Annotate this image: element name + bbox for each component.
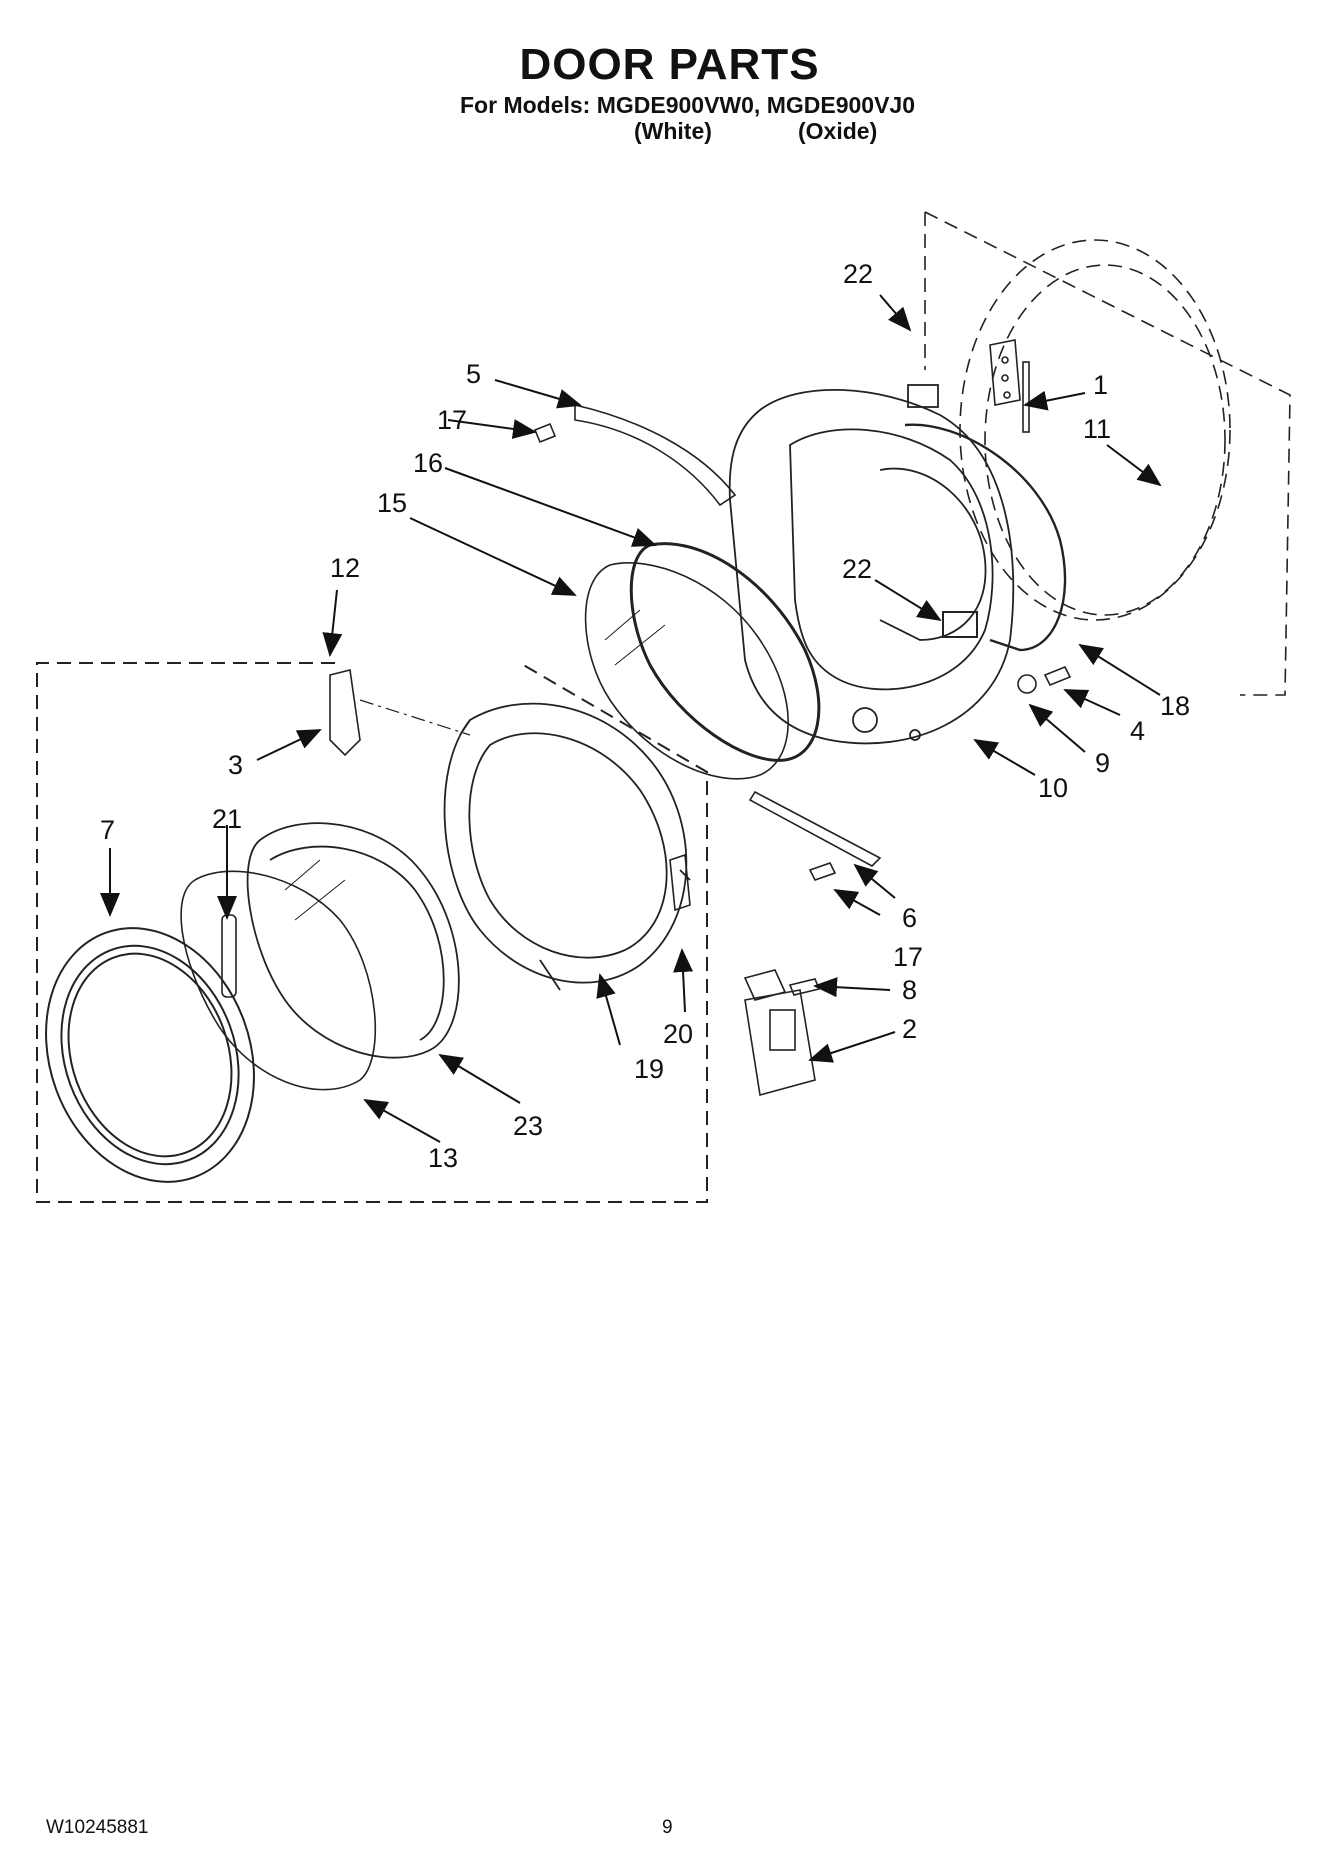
callout-1: 1 <box>1093 370 1108 400</box>
lower-strip <box>748 790 882 881</box>
callout-20: 20 <box>663 1019 693 1049</box>
callout-4: 4 <box>1130 716 1145 746</box>
callout-23: 23 <box>513 1111 543 1141</box>
inner-ring <box>443 702 691 991</box>
callout-10: 10 <box>1038 773 1068 803</box>
callout-leaders <box>100 294 1162 1143</box>
page-number: 9 <box>662 1817 673 1838</box>
models-line: For Models: MGDE900VW0, MGDE900VJ0 <box>460 92 916 118</box>
callout-15: 15 <box>377 488 407 518</box>
callout-11: 11 <box>1083 414 1111 444</box>
door-seal <box>904 423 1067 652</box>
callout-21: 21 <box>212 804 242 834</box>
latch-assembly <box>743 969 821 1097</box>
outer-door-frame <box>728 384 1015 745</box>
callout-13: 13 <box>428 1143 458 1173</box>
variant-white: (White) <box>634 118 712 144</box>
callout-7: 7 <box>100 815 115 845</box>
callout-8: 8 <box>902 975 917 1005</box>
callout-19: 19 <box>634 1054 664 1084</box>
latch-clip <box>669 853 691 912</box>
door-trim <box>180 870 377 1091</box>
callout-9: 9 <box>1095 748 1110 778</box>
cabinet-hinge-tabs <box>989 339 1030 433</box>
callout-22a: 22 <box>843 259 873 289</box>
callout-labels: 22 1 5 17 11 16 15 22 12 18 4 9 10 3 7 2… <box>100 259 1190 1173</box>
door-glass <box>584 562 789 780</box>
callout-22b: 22 <box>842 554 872 584</box>
variant-oxide: (Oxide) <box>798 118 878 144</box>
callout-6: 6 <box>902 903 917 933</box>
callout-5: 5 <box>466 359 481 389</box>
hinge-pin-parts <box>1017 665 1072 694</box>
callout-17a: 17 <box>437 405 467 435</box>
callout-18: 18 <box>1160 691 1190 721</box>
door-handle <box>329 669 361 757</box>
callout-17b: 17 <box>893 942 923 972</box>
page-title: DOOR PARTS <box>519 40 820 89</box>
hinge-bracket <box>533 403 737 507</box>
callout-2: 2 <box>902 1014 917 1044</box>
callout-3: 3 <box>228 750 243 780</box>
callout-12: 12 <box>330 553 360 583</box>
doc-number: W10245881 <box>46 1817 149 1838</box>
door-assembly-box <box>36 662 708 1203</box>
callout-16: 16 <box>413 448 443 478</box>
outer-door-ring <box>45 927 255 1183</box>
glass-gasket <box>629 542 821 762</box>
